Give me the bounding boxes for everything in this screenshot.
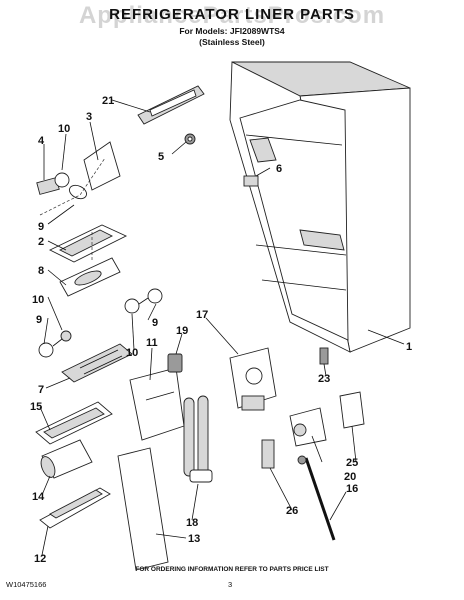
filter-door [39,487,111,529]
heater [183,395,213,483]
lower-light-cover [61,343,133,383]
light-cover [137,85,205,125]
callout-13: 13 [188,533,200,545]
callout-14: 14 [32,491,45,503]
light-housing [48,224,128,297]
callout-10b: 10 [32,294,44,306]
callout-9b: 9 [36,314,42,326]
switch [339,391,365,429]
callout-19: 19 [176,325,188,337]
callout-16: 16 [346,483,358,495]
lower-bulb [38,330,72,358]
motor [319,347,329,365]
callout-20: 20 [344,471,356,483]
callout-9a: 9 [38,221,44,233]
callout-18: 18 [186,517,198,529]
drain-tube [297,455,336,541]
callout-26: 26 [286,505,298,517]
callout-3: 3 [86,111,92,123]
bracket-26 [261,439,275,469]
callout-21: 21 [102,95,114,107]
bracket [243,175,259,187]
ordering-note: FOR ORDERING INFORMATION REFER TO PARTS … [135,566,329,573]
control-housing [129,367,185,441]
callout-labels: 21 3 10 4 5 6 9 2 8 10 9 9 10 7 15 14 12… [30,95,412,565]
upper-light-assembly [36,141,121,216]
callout-8: 8 [38,265,44,277]
page-title: REFRIGERATOR LINER PARTS [109,6,355,23]
socket-and-bulb [124,288,163,314]
document-number: W10475166 [6,580,47,589]
callout-4: 4 [38,135,45,147]
watermark: AppliancePartsPros.com [78,2,386,29]
lamp-socket [184,133,196,145]
callout-23: 23 [318,373,330,385]
duct-panel [117,447,169,571]
water-filter [40,439,93,479]
callout-6: 6 [276,163,282,175]
thermistor [167,353,183,373]
water-valve [289,407,327,447]
callout-17: 17 [196,309,208,321]
callout-12: 12 [34,553,46,565]
callout-2: 2 [38,236,44,248]
page-number: 3 [228,580,233,589]
model-line: For Models: JFI2089WTS4 [179,26,285,36]
callout-10c: 10 [126,347,138,359]
callout-15: 15 [30,401,42,413]
callout-9c: 9 [152,317,158,329]
liner [229,61,411,353]
callout-1: 1 [406,341,412,353]
callout-10a: 10 [58,123,70,135]
valve-body [229,347,277,411]
finish-line: (Stainless Steel) [199,37,265,47]
callout-25: 25 [346,457,358,469]
callout-5: 5 [158,151,164,163]
leader-lines [39,99,405,556]
filter-housing [35,401,113,445]
callout-11: 11 [146,337,158,349]
callout-7: 7 [38,384,44,396]
